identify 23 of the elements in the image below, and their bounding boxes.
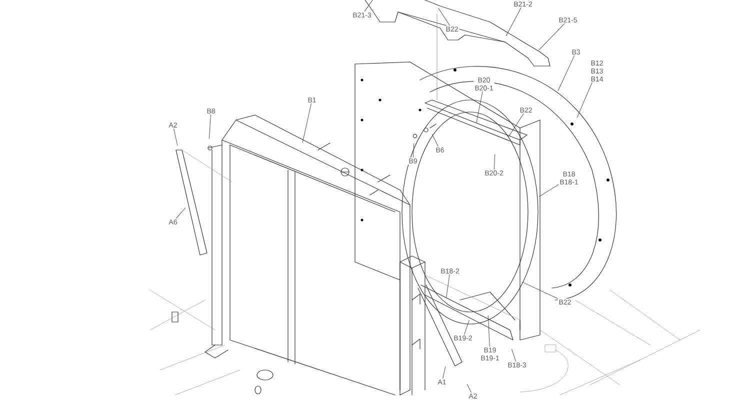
leader-line [508,113,524,138]
leader-line [446,274,450,298]
leader-line [208,114,211,139]
leader-line [576,82,592,118]
leader-line [506,7,522,36]
leader-line [558,55,575,91]
leader-line [176,208,186,219]
leader-line [466,384,472,393]
leader-line [538,23,565,50]
leader-line [412,143,414,158]
leader-line [538,184,559,197]
leader-line [302,103,312,143]
leader-line [512,349,516,362]
leader-line [464,320,470,335]
leader-line [476,91,483,123]
leader-line [522,282,558,299]
leader-line [494,154,496,170]
leader-line [438,8,450,26]
leader-line [174,128,178,146]
leader-line [442,366,446,379]
leader-line [364,0,373,12]
leader-line [432,134,438,147]
leader-line [488,315,490,347]
